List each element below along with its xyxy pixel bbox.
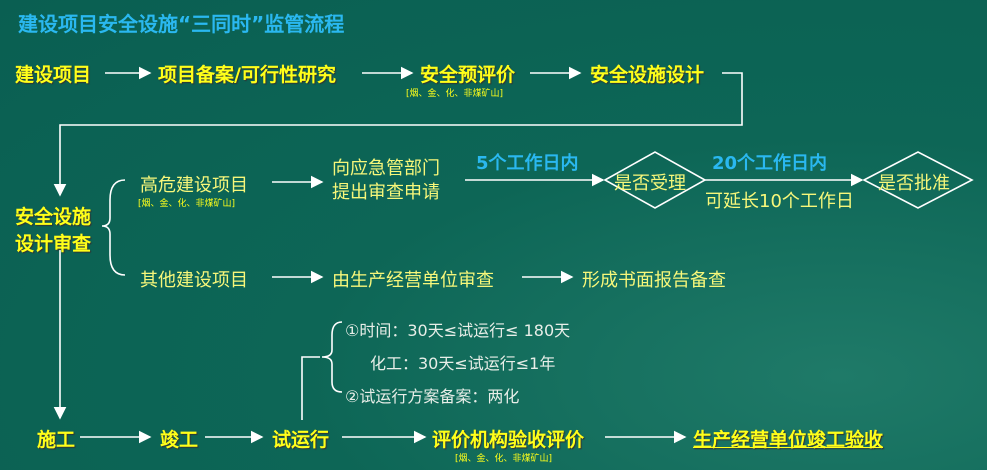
node-trial-run: 试运行: [272, 429, 330, 451]
decision-accept: 是否受理: [614, 173, 686, 194]
node-design: 安全设施设计: [590, 64, 705, 86]
node-pre-evaluation: 安全预评价: [420, 64, 516, 86]
industry-note: [烟、金、化、非煤矿山]: [455, 454, 553, 464]
self-review: 由生产经营单位审查: [332, 270, 494, 291]
brace: [321, 321, 343, 393]
connector-line: [53, 72, 743, 197]
node-review: 安全设施设计审查: [15, 202, 91, 256]
submit-application: 向应急管部门提出审查申请: [332, 157, 440, 205]
node-construction: 施工: [37, 429, 76, 451]
written-report: 形成书面报告备查: [582, 270, 726, 291]
days-label: 20个工作日内: [712, 153, 828, 174]
submit-application-line2: 提出审查申请: [332, 182, 440, 203]
trial-plan-filing: ②试运行方案备案：两化: [345, 387, 520, 406]
submit-application-line1: 向应急管部门: [332, 158, 440, 179]
brace: [101, 179, 126, 276]
industry-note: [烟、金、化、非煤矿山]: [138, 199, 236, 209]
node-filing: 项目备案/可行性研究: [158, 64, 336, 86]
extension-label: 可延长10个工作日: [705, 191, 854, 212]
high-risk-project: 高危建设项目: [140, 175, 248, 196]
node-review-line2: 设计审查: [15, 233, 92, 255]
connector-line: [301, 356, 320, 420]
node-review-line1: 安全设施: [15, 206, 92, 228]
node-final-acceptance: 生产经营单位竣工验收: [693, 429, 884, 451]
industry-note: [烟、金、化、非煤矿山]: [406, 89, 504, 99]
trial-duration-chemical: 化工：30天≤试运行≤1年: [370, 354, 556, 373]
node-project: 建设项目: [15, 64, 92, 86]
decision-diamond: [862, 151, 974, 209]
days-label: 5个工作日内: [476, 153, 579, 174]
decision-approve: 是否批准: [878, 173, 950, 194]
node-completion: 竣工: [160, 429, 199, 451]
page-title: 建设项目安全设施“三同时”监管流程: [18, 12, 345, 36]
node-acceptance-evaluation: 评价机构验收评价: [432, 429, 585, 451]
trial-duration: ①时间：30天≤试运行≤ 180天: [345, 321, 571, 340]
other-project: 其他建设项目: [140, 270, 248, 291]
